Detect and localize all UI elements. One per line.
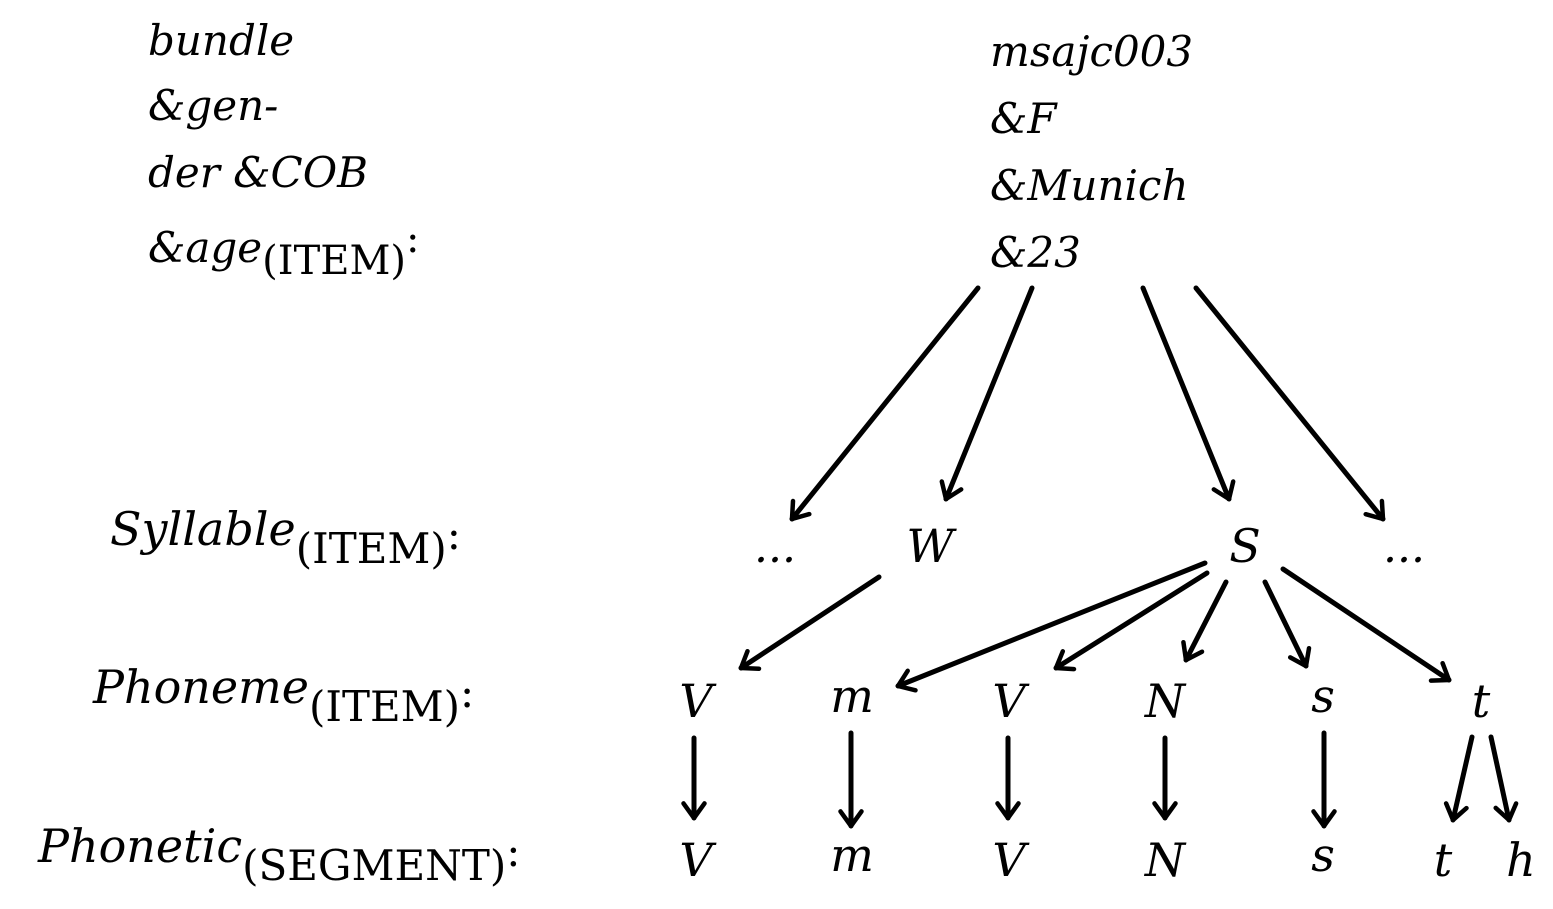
phoneme-node: t: [1472, 674, 1491, 728]
bundle-value: msajc003 &F &Munich &23: [990, 27, 1193, 277]
arrow-edge: [1193, 285, 1386, 522]
level-subscript: (ITEM): [309, 682, 460, 731]
arrow-edge: [789, 285, 981, 522]
arrow-edge: [1450, 734, 1475, 823]
arrow-edge: [1488, 734, 1512, 823]
level-name: Phonetic: [37, 819, 242, 873]
bundle-label-line: &age: [148, 223, 262, 272]
phonetic-node: N: [1144, 833, 1187, 887]
arrowhead: [995, 801, 1021, 821]
bundle-label-line: bundle: [148, 16, 294, 65]
arrowhead: [1311, 809, 1337, 829]
phoneme-node: s: [1311, 669, 1335, 723]
phoneme-node: m: [830, 669, 874, 723]
arrow-edge: [943, 285, 1035, 502]
arrowhead: [838, 809, 864, 829]
arrowhead: [895, 668, 918, 693]
arrowhead: [1181, 639, 1205, 663]
arrowhead: [1211, 479, 1236, 502]
phonetic-node: V: [679, 833, 717, 887]
phoneme-node: V: [679, 674, 717, 728]
bundle-label-line: der &COB: [148, 148, 368, 197]
syllable-node-w: W: [906, 519, 957, 573]
arrowhead: [939, 479, 964, 502]
arrow-edge: [1053, 570, 1210, 671]
arrowhead: [1287, 645, 1312, 669]
arrowhead: [1493, 801, 1519, 823]
bundle-value-line: &23: [990, 228, 1081, 277]
level-name: Syllable: [110, 502, 296, 556]
arrowhead: [1363, 498, 1386, 522]
level-colon: :: [447, 510, 461, 559]
arrowhead: [1152, 801, 1178, 821]
bundle-value-line: &F: [990, 94, 1058, 143]
bundle-label-line: &gen-: [148, 81, 278, 130]
arrow-edge: [1280, 566, 1452, 683]
arrowhead: [1053, 649, 1077, 672]
bundle-label-subscript: (ITEM): [262, 238, 406, 284]
edge-layer: [681, 285, 1519, 829]
level-label-phoneme: Phoneme(ITEM):: [92, 660, 474, 731]
phoneme-node: N: [1144, 674, 1187, 728]
arrow-edge: [738, 574, 882, 671]
phoneme-node: V: [992, 674, 1030, 728]
level-colon: :: [460, 668, 474, 717]
phonetic-node: V: [992, 833, 1030, 887]
level-colon: :: [506, 827, 520, 876]
level-subscript: (SEGMENT): [242, 841, 506, 890]
level-label-syllable: Syllable(ITEM):: [110, 502, 461, 573]
arrowhead: [681, 801, 707, 821]
bundle-label: bundle &gen- der &COB &age(ITEM):: [148, 16, 420, 284]
bundle-label-colon: :: [406, 216, 419, 262]
arrow-edge: [1183, 579, 1229, 663]
bundle-value-line: &Munich: [990, 161, 1189, 210]
arrowhead: [1428, 660, 1452, 683]
phonetic-node: m: [830, 828, 874, 882]
arrow-edge: [1262, 579, 1309, 669]
bundle-value-line: msajc003: [990, 27, 1193, 76]
level-label-phonetic: Phonetic(SEGMENT):: [37, 819, 520, 890]
arrow-edge: [1140, 285, 1232, 502]
arrow-edge: [895, 560, 1208, 689]
phonetic-node: h: [1506, 833, 1536, 887]
arrowhead: [1443, 801, 1469, 823]
arrowhead: [789, 498, 812, 522]
arrowhead: [738, 648, 762, 671]
syllable-node-ellipsis: ...: [1383, 522, 1425, 573]
level-name: Phoneme: [92, 660, 309, 714]
phonetic-node: s: [1311, 828, 1335, 882]
bundle-label-last-line: &age(ITEM):: [148, 216, 420, 284]
syllable-node-s: S: [1229, 519, 1261, 573]
level-subscript: (ITEM): [296, 524, 447, 573]
phonetic-node: t: [1434, 833, 1453, 887]
syllable-node-ellipsis: ...: [754, 522, 796, 573]
